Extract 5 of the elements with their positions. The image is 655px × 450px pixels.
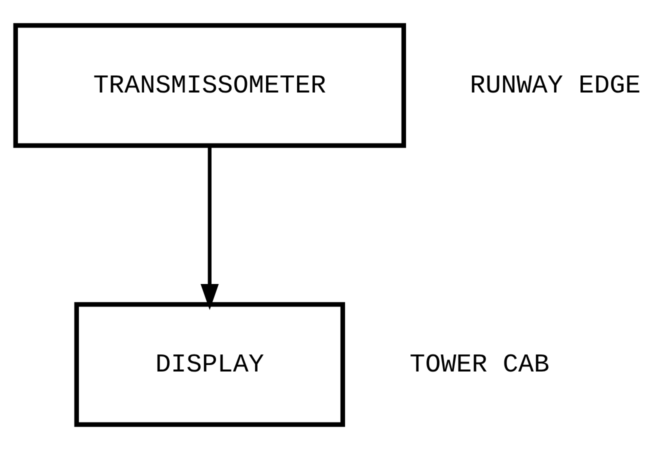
node-box: TRANSMISSOMETER — [13, 23, 406, 148]
node-label: TOWER CAB — [410, 349, 550, 380]
node-label: RUNWAY EDGE — [470, 70, 641, 100]
node-box: DISPLAY — [74, 302, 346, 427]
arrow — [200, 146, 219, 310]
